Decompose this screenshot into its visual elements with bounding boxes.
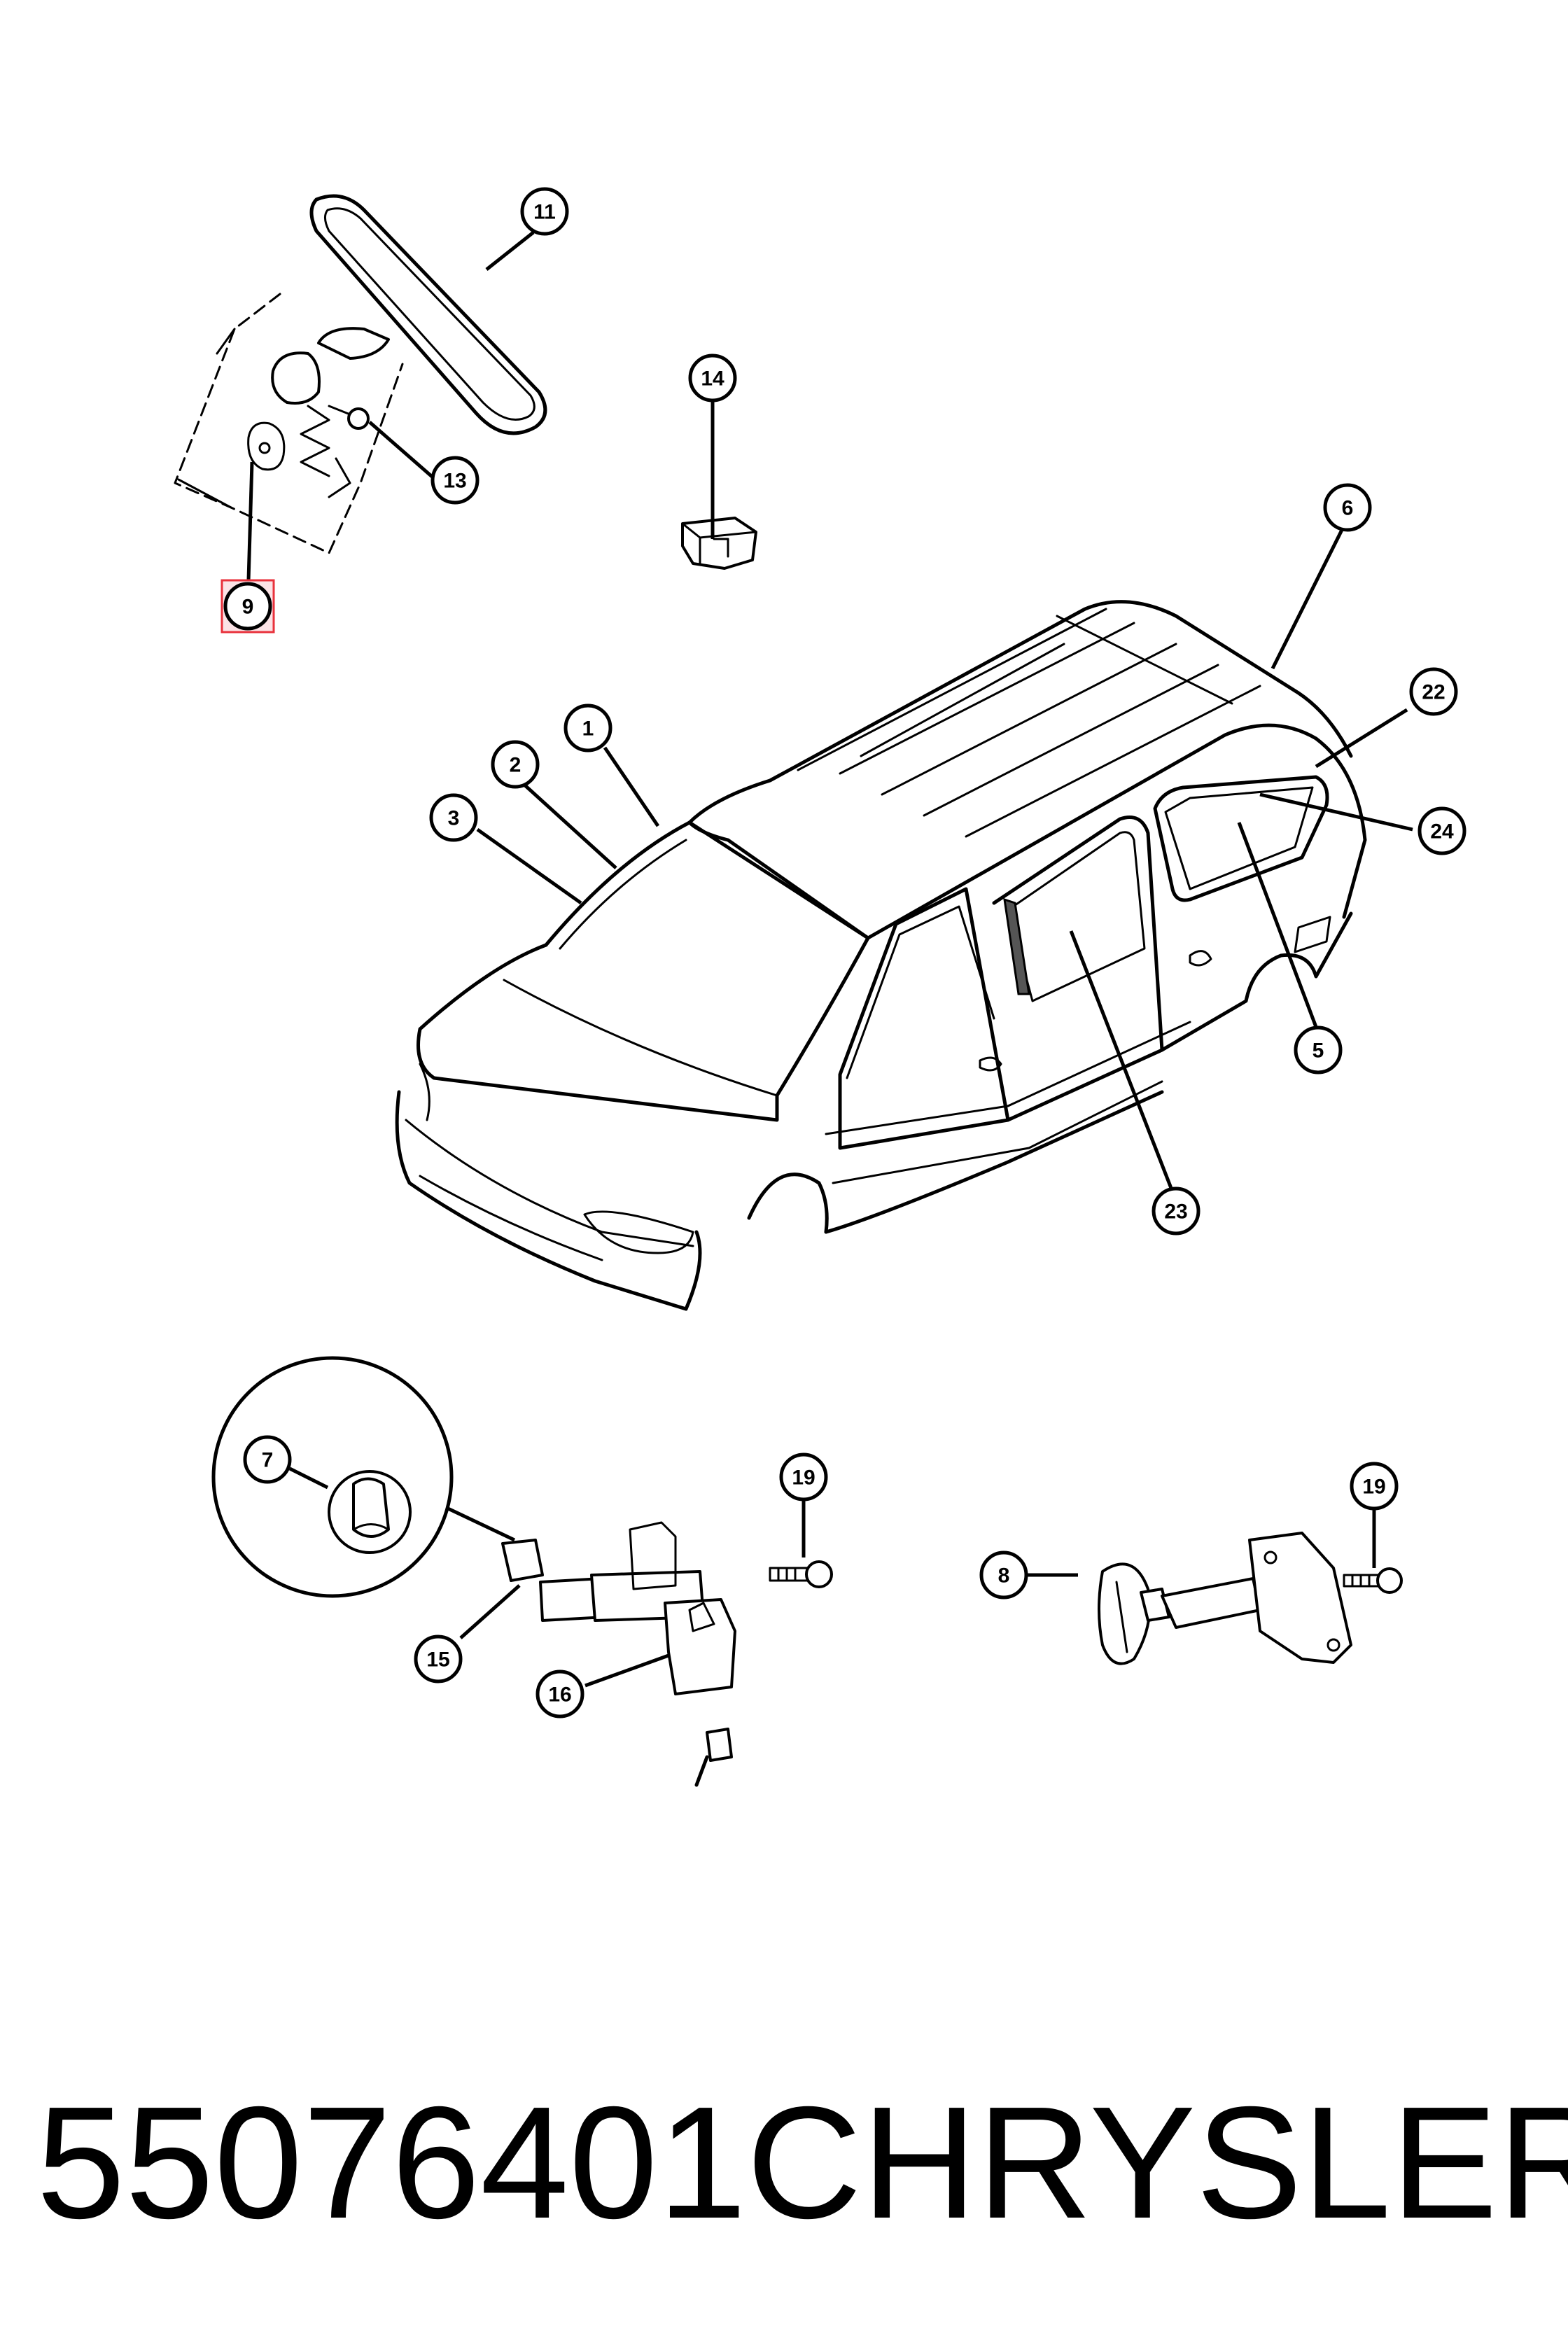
callout-circle	[1323, 483, 1372, 532]
callout-7: 7	[243, 1435, 292, 1484]
callout-circle	[414, 1634, 463, 1684]
callout-circle	[1409, 667, 1458, 716]
footer: 55076401 CHRYSLER	[0, 2058, 1568, 2268]
rearview-mirror-drawing	[174, 194, 547, 554]
part-number: 55076401	[36, 2074, 747, 2252]
callout-circle	[491, 740, 540, 789]
brand-name: CHRYSLER	[746, 2074, 1568, 2252]
handle-drawing	[1098, 1532, 1352, 1665]
callout-label: 19	[1362, 1476, 1385, 1499]
minivan-drawing	[395, 600, 1367, 1311]
detail-circle	[211, 1356, 516, 1598]
callout-label: 24	[1430, 820, 1454, 844]
callout-2: 2	[491, 740, 540, 789]
callout-label: 11	[533, 201, 556, 224]
callout-22: 22	[1409, 667, 1458, 716]
callout-circle	[979, 1550, 1028, 1600]
callout-19: 19	[1350, 1462, 1399, 1511]
callout-9: 9	[220, 579, 275, 634]
callout-16: 16	[536, 1670, 584, 1718]
callout-14: 14	[688, 354, 737, 402]
callout-circle	[1418, 806, 1466, 855]
callout-19: 19	[779, 1452, 828, 1502]
callout-circle	[688, 354, 737, 402]
callout-label: 19	[792, 1466, 815, 1490]
callout-label: 16	[548, 1684, 571, 1707]
callout-11: 11	[520, 187, 569, 236]
callout-label: 9	[242, 596, 254, 619]
callout-5: 5	[1294, 1026, 1343, 1074]
callout-label: 6	[1342, 497, 1354, 520]
callout-24: 24	[1418, 806, 1466, 855]
callout-3: 3	[429, 793, 478, 842]
callout-15: 15	[414, 1634, 463, 1684]
leader-lines	[246, 231, 1413, 1688]
callout-circle	[1350, 1462, 1399, 1511]
callout-label: 5	[1312, 1040, 1324, 1063]
callout-13: 13	[430, 456, 479, 505]
callout-label: 14	[701, 368, 724, 391]
callout-23: 23	[1152, 1186, 1200, 1236]
callout-1: 1	[564, 704, 612, 752]
callout-label: 7	[262, 1449, 274, 1472]
callout-label: 22	[1422, 681, 1445, 704]
callout-label: 8	[998, 1564, 1010, 1588]
callout-circle	[430, 456, 479, 505]
callout-circle	[520, 187, 569, 236]
callout-circle	[1294, 1026, 1343, 1074]
callout-label: 3	[448, 807, 460, 830]
screw-right	[1343, 1567, 1403, 1594]
callout-circle	[223, 582, 272, 631]
callout-circle	[243, 1435, 292, 1484]
callout-circle	[564, 704, 612, 752]
callout-label: 13	[443, 470, 466, 493]
callout-circle	[779, 1452, 828, 1502]
callout-label: 1	[582, 718, 594, 741]
callout-8: 8	[979, 1550, 1028, 1600]
clip-drawing	[681, 517, 757, 570]
callout-circle	[1152, 1186, 1200, 1236]
callout-circle	[536, 1670, 584, 1718]
screw-left	[769, 1560, 833, 1588]
callout-label: 23	[1164, 1200, 1187, 1224]
actuator-drawing	[501, 1521, 736, 1787]
callout-6: 6	[1323, 483, 1372, 532]
callout-circle	[429, 793, 478, 842]
callout-label: 15	[426, 1648, 449, 1672]
callout-label: 2	[510, 754, 522, 777]
